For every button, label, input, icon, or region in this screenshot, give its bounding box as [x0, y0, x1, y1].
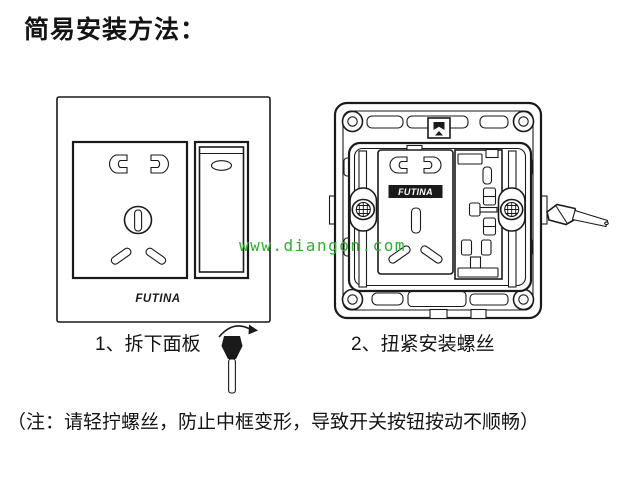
frame-clip-icon	[433, 122, 445, 130]
step1-panel-diagram: FUTINA	[56, 96, 271, 323]
screwdriver-rotate-icon	[218, 324, 258, 394]
corner-screw-holes	[341, 110, 535, 311]
step2-frame-diagram: FUTINA	[328, 101, 548, 320]
socket-pin-hole-right	[150, 154, 170, 174]
rotation-arrowhead	[248, 324, 258, 335]
screwdriver-shaft	[571, 209, 609, 228]
mounting-screw-left	[349, 187, 378, 232]
socket-pin-hole-left	[108, 154, 128, 174]
brand-logo-module: FUTINA	[398, 187, 433, 197]
step2-label: 2、扭紧安装螺丝	[351, 334, 495, 355]
screwdriver-shaft	[228, 358, 236, 394]
brand-logo-module-bg	[388, 185, 443, 198]
screwdriver-handle	[221, 336, 243, 359]
socket-module: FUTINA	[377, 144, 454, 275]
socket-slot-right	[145, 247, 167, 265]
switch-rocker	[198, 146, 245, 273]
switch-mechanism	[454, 148, 503, 280]
watermark: www.diangon.com	[239, 236, 406, 255]
socket-slot-left	[110, 247, 132, 265]
screwdriver-side-icon	[546, 203, 609, 228]
rocker-indicator	[210, 160, 233, 171]
step1-label: 1、拆下面板	[95, 334, 201, 355]
brand-logo-plate: FUTINA	[135, 293, 180, 305]
page-title: 简易安装方法：	[24, 16, 207, 44]
screwdriver-handle	[546, 203, 579, 226]
caution-note: （注：请轻拧螺丝，防止中框变形，导致开关按钮按动不顺畅）	[7, 412, 540, 433]
mounting-screw-right	[497, 187, 526, 232]
